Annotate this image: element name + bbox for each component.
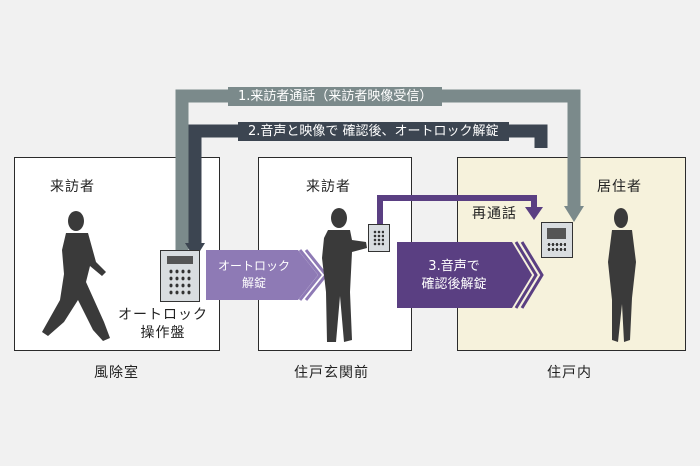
- autolock-panel-label: オートロック 操作盤: [118, 307, 208, 341]
- route-step1-arrowhead: [564, 206, 584, 222]
- recall-line: [377, 195, 537, 224]
- caption-residence: 住戸内: [547, 365, 592, 381]
- recall-arrowhead: [525, 207, 543, 220]
- unlock-arrow-1-label: オートロック 解錠: [217, 259, 290, 290]
- route-step1-label: 1.来訪者通話（来訪者映像受信）: [228, 87, 443, 106]
- unlock-arrow-2-label: 3.音声で 確認後解錠: [421, 259, 487, 292]
- caption-windbreak: 風除室: [94, 365, 139, 381]
- resident-label: 居住者: [597, 179, 642, 195]
- autolock-panel-icon[interactable]: [160, 250, 200, 302]
- route-step2-label: 2.音声と映像で 確認後、オートロック解錠: [238, 122, 509, 141]
- entrance-intercom-icon[interactable]: [368, 224, 390, 252]
- recall-label: 再通話: [472, 206, 517, 222]
- residence-monitor-icon[interactable]: [541, 222, 573, 258]
- visitor-label-entrance: 来訪者: [306, 179, 351, 195]
- visitor-label-windbreak: 来訪者: [50, 179, 95, 195]
- caption-entrance: 住戸玄関前: [294, 365, 369, 381]
